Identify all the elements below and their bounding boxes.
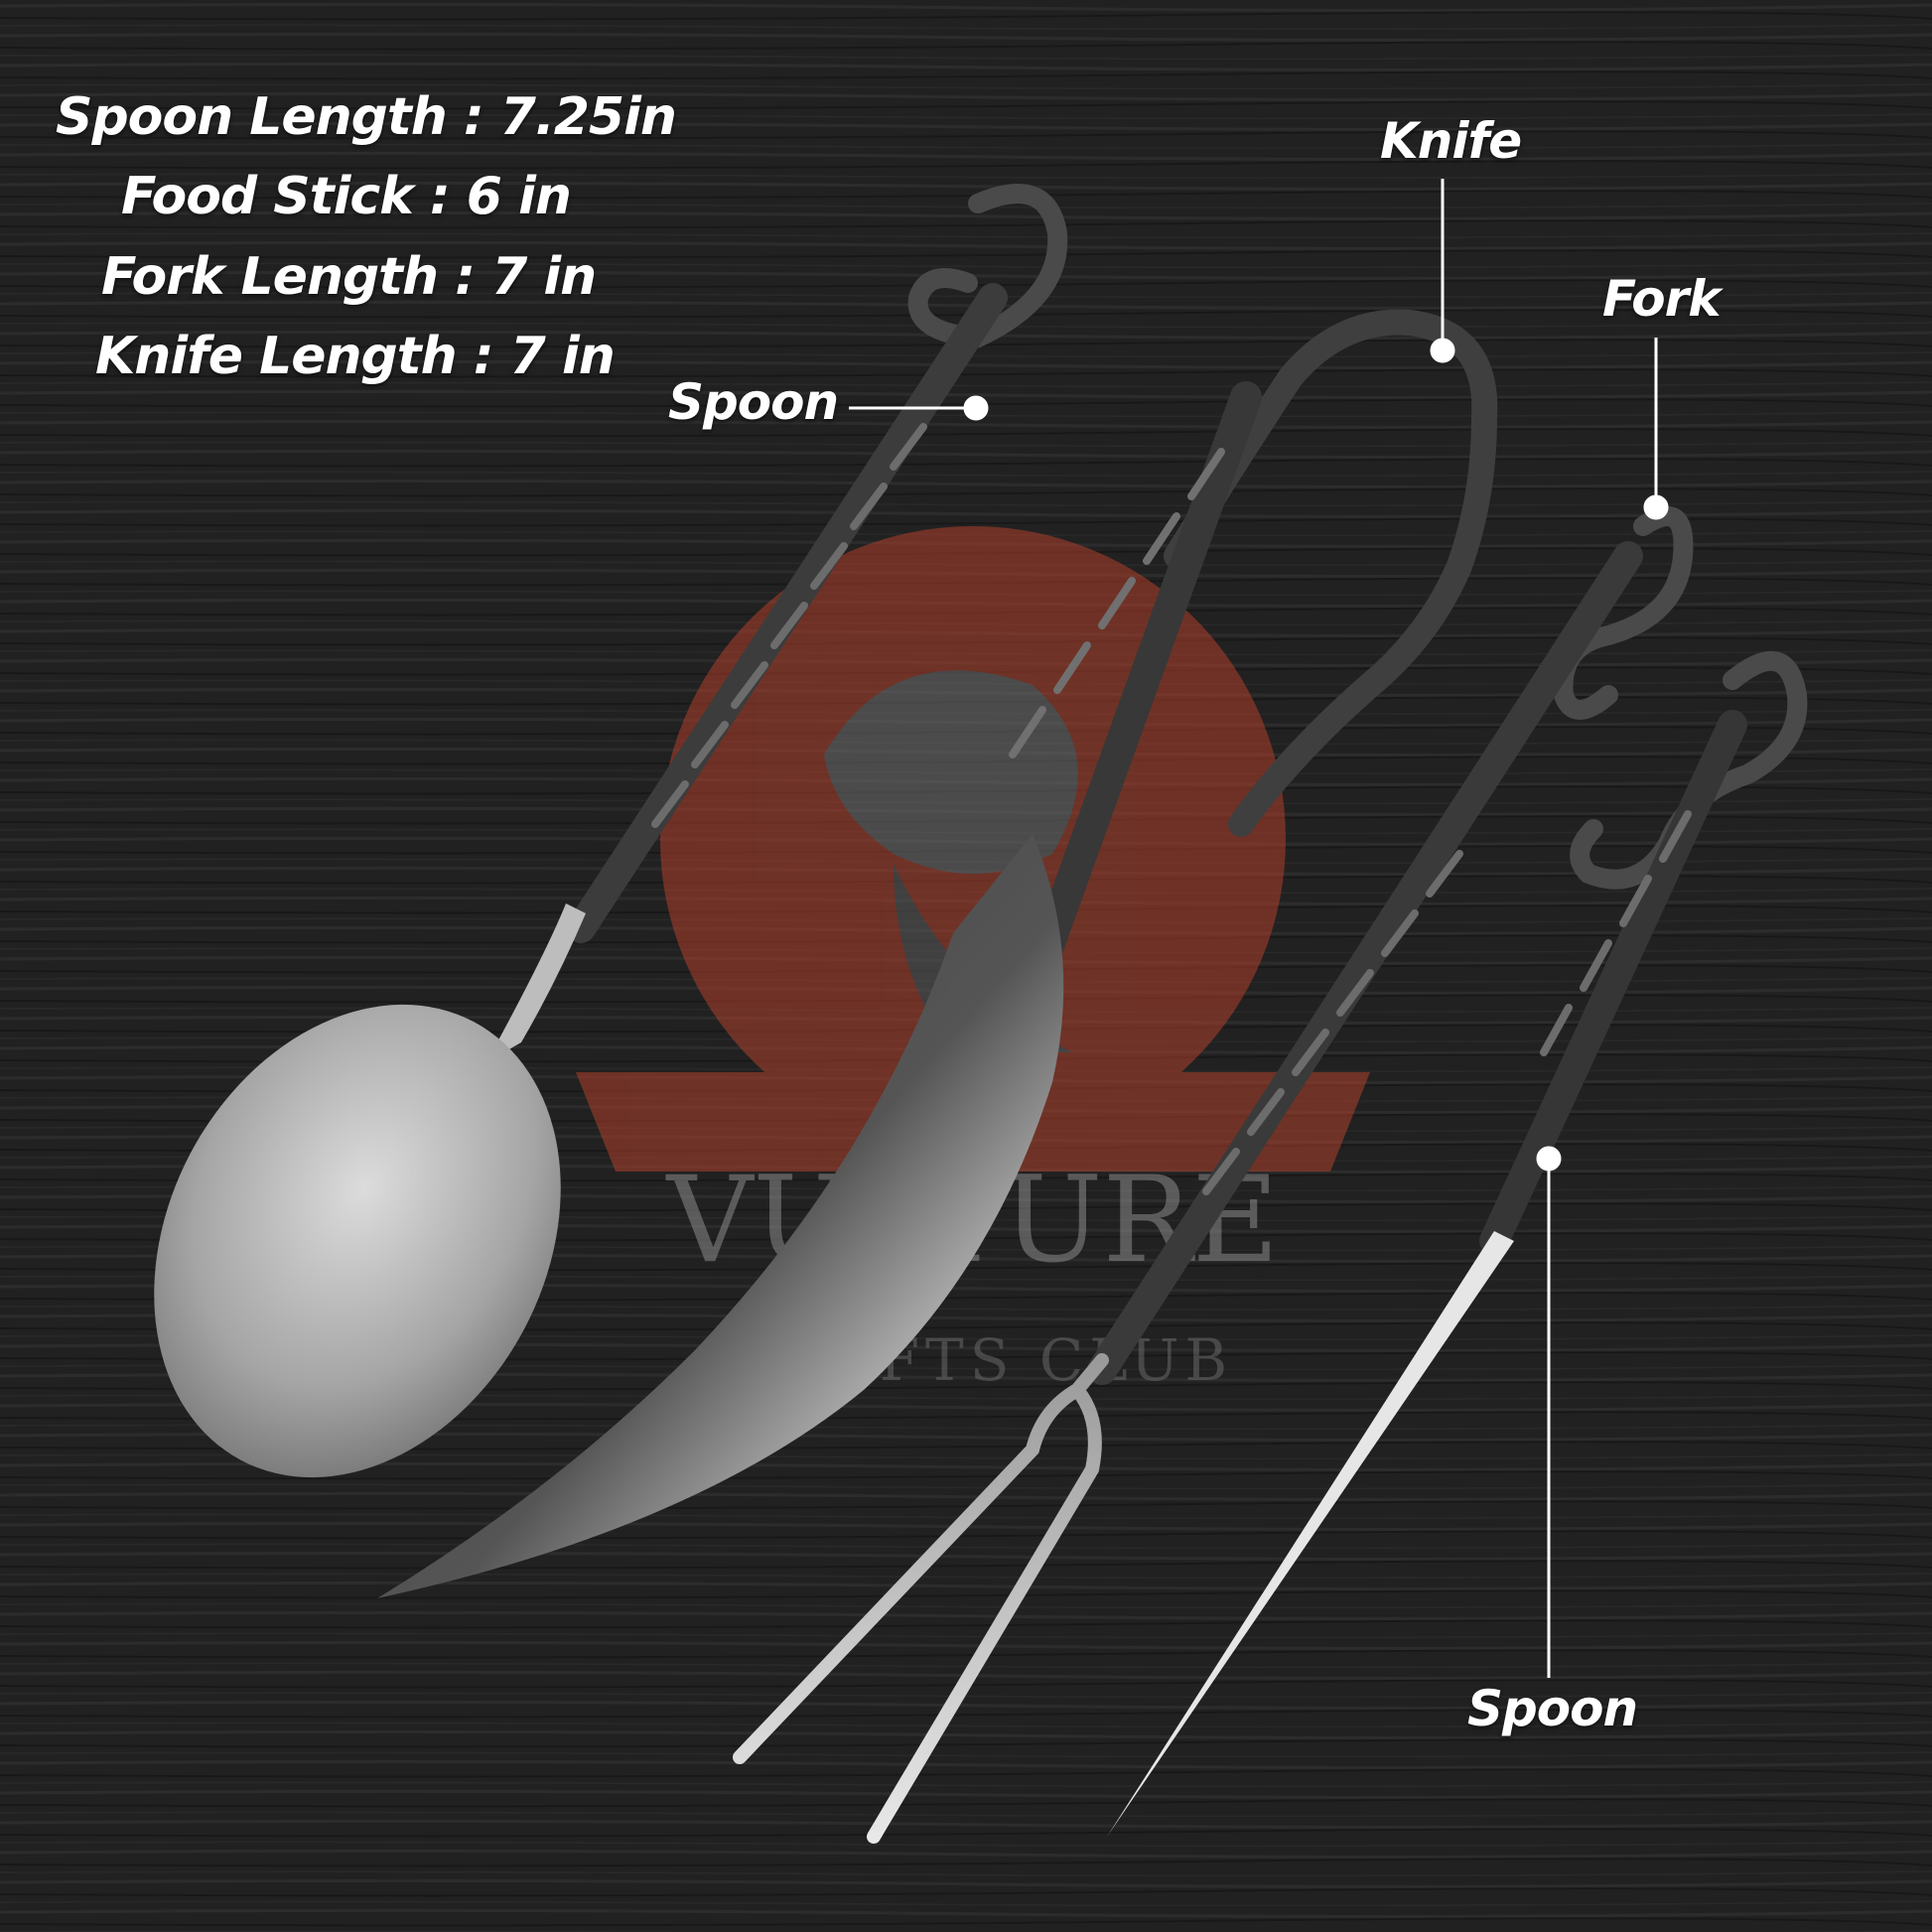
knife bbox=[377, 309, 1498, 1598]
spec-food-stick: Food Stick : 6 in bbox=[121, 167, 572, 226]
fork bbox=[733, 506, 1694, 1844]
spec-fork-length: Fork Length : 7 in bbox=[101, 247, 597, 307]
callout-lines bbox=[849, 179, 1669, 1678]
callout-fork: Fork bbox=[1602, 270, 1722, 328]
spec-knife-length: Knife Length : 7 in bbox=[95, 327, 616, 386]
spec-spoon-length: Spoon Length : 7.25in bbox=[56, 87, 677, 147]
callout-knife: Knife bbox=[1380, 112, 1522, 170]
callout-spoon-bottom: Spoon bbox=[1467, 1680, 1638, 1737]
food-stick bbox=[1107, 650, 1808, 1837]
spoon bbox=[154, 184, 1068, 1478]
callout-spoon-top: Spoon bbox=[668, 373, 839, 431]
